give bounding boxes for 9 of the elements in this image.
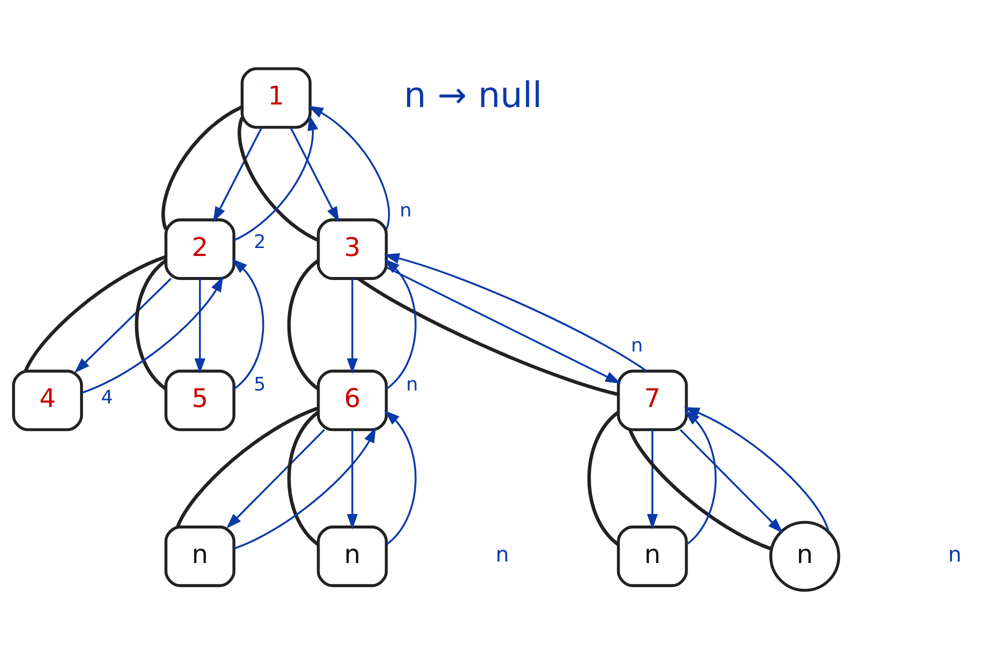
edge-label: 2 [254,231,266,252]
label: n → null [404,74,542,116]
label: n [496,540,510,566]
edge-label: 4 [100,386,113,408]
label: n [948,540,962,566]
edge-label: 5 [254,374,266,395]
edge-label: n [406,374,418,395]
edge-label: n [400,200,412,222]
edge-label: n [631,334,643,356]
